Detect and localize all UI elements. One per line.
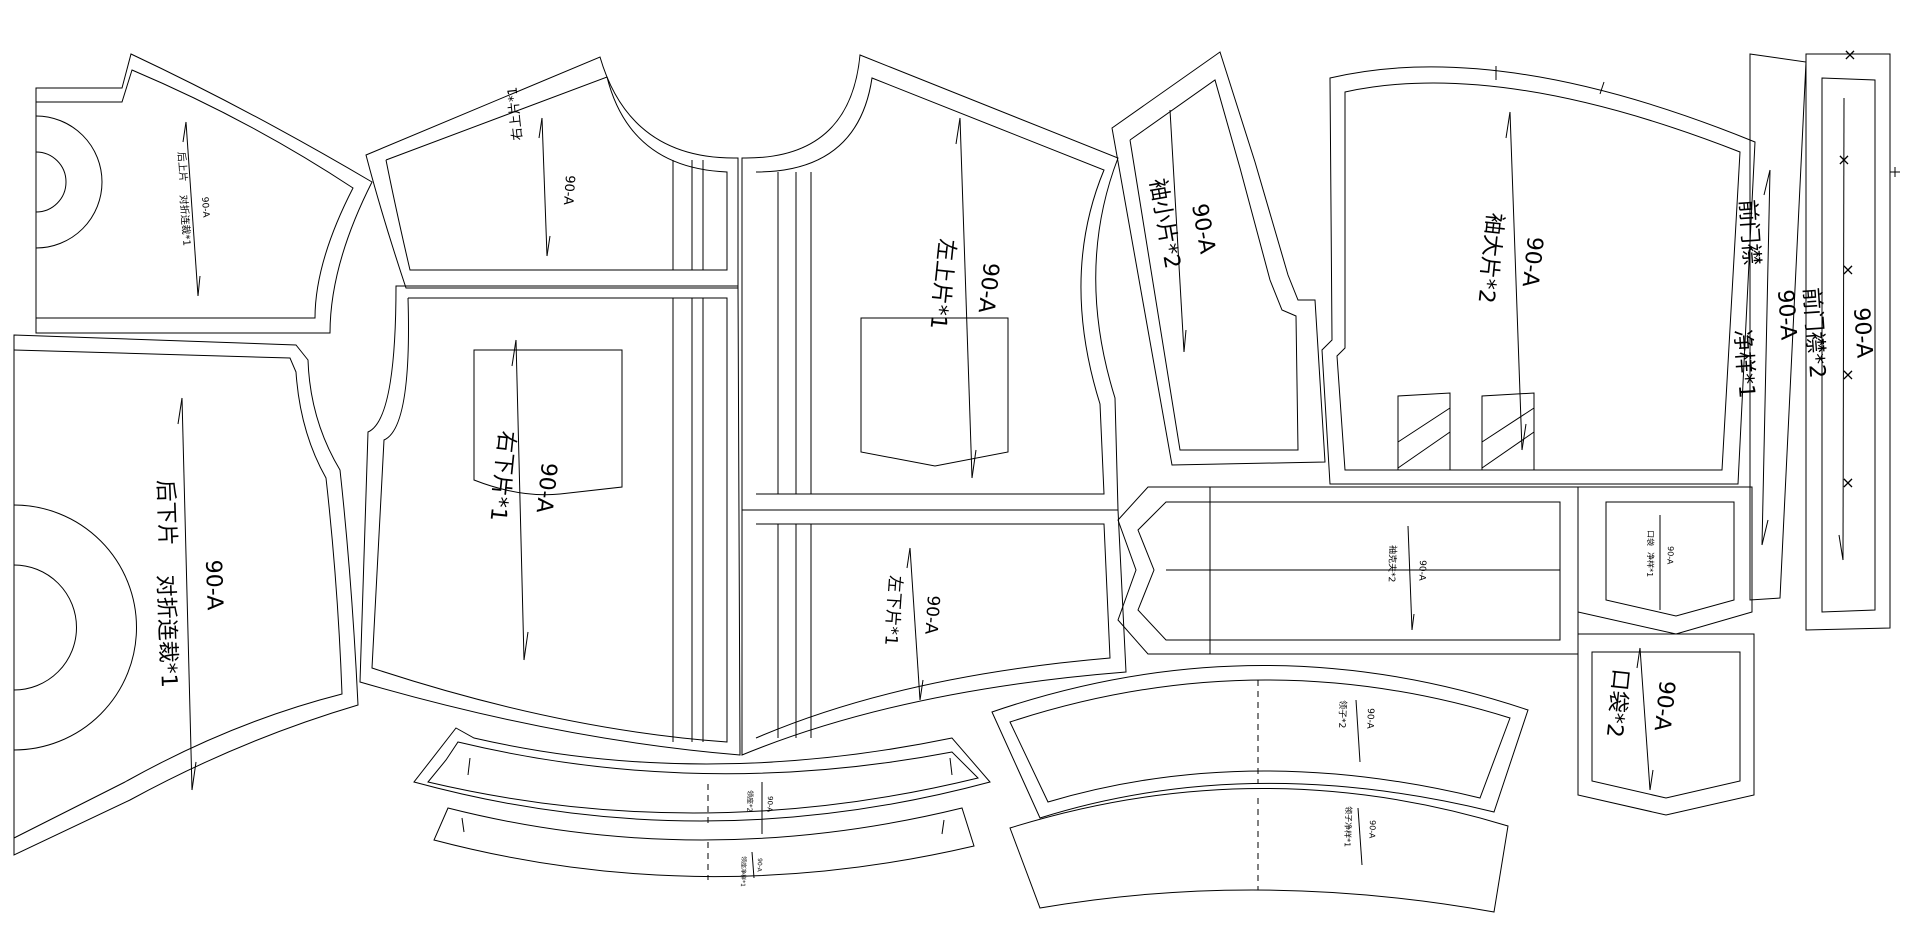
placket-x-marker: × [1841, 260, 1854, 279]
left-lower-name: 左下片*1 [880, 575, 905, 647]
back-upper-size: 90-A [199, 197, 210, 219]
piece-placket: × × × × × 前门襟*2 90-A [1798, 45, 1891, 631]
piece-left-upper: 左上片*1 90-A [741, 54, 1119, 511]
right-lower-size: 90-A [531, 461, 561, 514]
right-upper-size: 90-A [560, 175, 577, 206]
back-lower-name: 后下片 [152, 479, 179, 546]
left-upper-size: 90-A [973, 261, 1003, 314]
sleeve-large-name: 袖大片*2 [1473, 211, 1507, 304]
sleeve-large-size: 90-A [1517, 235, 1547, 288]
piece-back-upper: 后上片 对折连裁*1 90-A [35, 53, 373, 334]
collar-size: 90-A [1364, 708, 1375, 730]
collar-pattern-name: 领子净样*1 [1343, 806, 1354, 847]
pocket-flap-name: 口袋 [1645, 530, 1656, 546]
piece-collar: 领子*2 90-A [991, 665, 1529, 819]
piece-right-lower: 右下片*1 90-A [359, 285, 741, 756]
piece-right-upper: 右上片*1 90-A [365, 56, 739, 289]
back-lower-size: 90-A [200, 559, 227, 610]
piece-collar-pattern: 领子净样*1 90-A [1009, 788, 1509, 913]
placket-x-marker: × [1841, 365, 1854, 384]
piece-sleeve-large: 袖大片*2 90-A [1321, 66, 1756, 485]
sleeve-small-name: 袖小片*2 [1144, 177, 1184, 271]
registration-mark-icon [1890, 167, 1900, 177]
collar-name: 领子*2 [1336, 700, 1349, 729]
placket-pattern-size: 90-A [1772, 289, 1800, 341]
collar-pattern-size: 90-A [1367, 820, 1377, 839]
back-upper-note: 对折连裁*1 [177, 194, 194, 246]
placket-x-marker: × [1837, 150, 1850, 169]
collar-band-pattern-name: 领座净样*1 [739, 856, 748, 887]
pocket-flap-size: 90-A [1665, 546, 1675, 565]
pocket-name: 口袋*2 [1601, 667, 1633, 738]
placket-size: 90-A [1848, 307, 1876, 359]
right-upper-name: 右上片*1 [505, 86, 526, 141]
piece-sleeve-small: 袖小片*2 90-A [1111, 51, 1326, 466]
piece-back-lower: 后下片 对折连裁*1 90-A [13, 334, 359, 856]
piece-collar-band: 领座*2 90-A [413, 727, 991, 834]
sleeve-small-size: 90-A [1186, 202, 1219, 256]
cuff-name: 袖克夫*2 [1386, 545, 1399, 583]
piece-pocket-flap: 口袋 净样*1 90-A [1577, 486, 1753, 635]
placket-x-marker: × [1841, 473, 1854, 492]
piece-pocket: 口袋*2 90-A [1577, 633, 1755, 816]
piece-placket-pattern: 前门襟 净样*1 90-A [1729, 53, 1807, 601]
cuff-size: 90-A [1416, 560, 1427, 582]
piece-cuff: 袖克夫*2 90-A [1117, 486, 1579, 655]
pocket-flap-note: 净样*1 [1645, 552, 1656, 577]
piece-left-lower: 左下片*1 90-A [741, 509, 1127, 756]
collar-band-size: 90-A [765, 796, 774, 813]
right-lower-name: 右下片*1 [485, 429, 519, 522]
piece-collar-band-pattern: 领座净样*1 90-A [433, 807, 975, 887]
left-lower-size: 90-A [920, 595, 943, 636]
back-upper-name: 后上片 [175, 151, 190, 182]
placket-x-marker: × [1843, 45, 1856, 64]
placket-name: 前门襟*2 [1798, 287, 1829, 380]
placket-pattern-name: 前门襟 [1734, 199, 1764, 267]
left-upper-name: 左上片*1 [925, 237, 959, 330]
collar-band-pattern-size: 90-A [755, 858, 763, 873]
placket-pattern-note: 净样*1 [1729, 329, 1759, 400]
back-lower-note: 对折连裁*1 [152, 574, 181, 688]
pocket-size: 90-A [1649, 679, 1679, 732]
collar-band-name: 领座*2 [745, 790, 755, 812]
